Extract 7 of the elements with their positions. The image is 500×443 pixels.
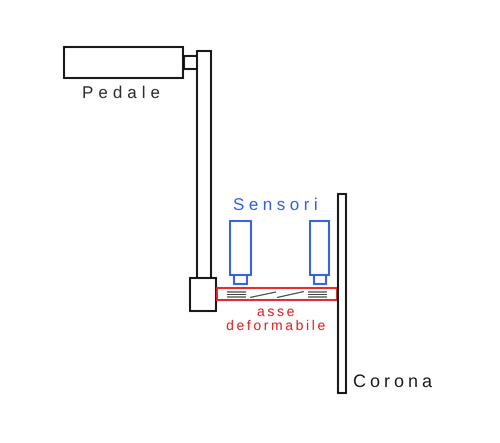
part-label: Corona: [353, 372, 436, 392]
sensor-label: Sensori: [233, 196, 322, 215]
crank-arm: [183, 50, 217, 312]
part-label: Pedale: [82, 84, 165, 103]
part-label: asse deformabile: [225, 304, 329, 332]
sensor-box: [229, 220, 252, 285]
sensor-box: [309, 220, 330, 285]
